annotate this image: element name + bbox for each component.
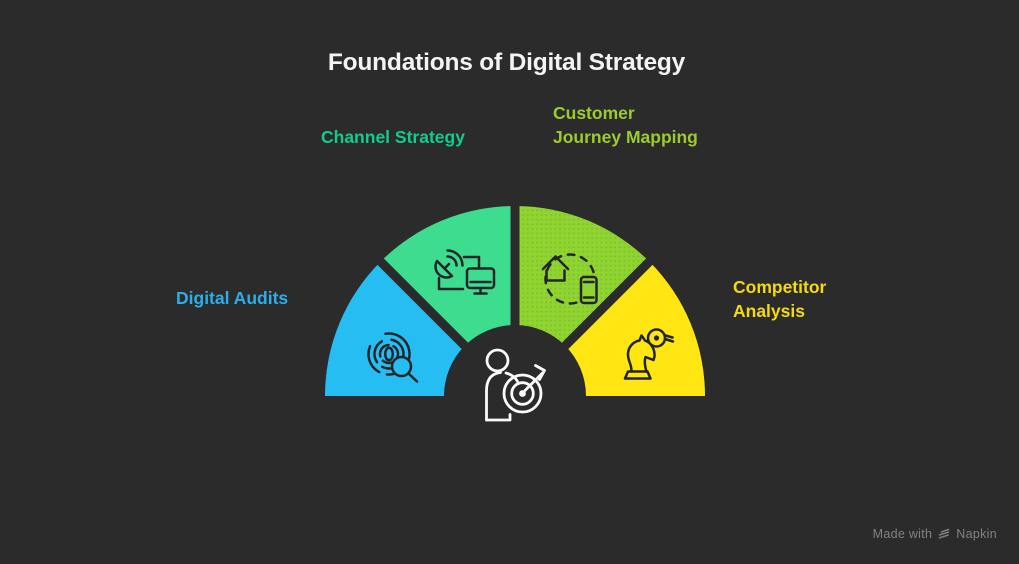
label-line: Customer: [553, 103, 635, 123]
segment-divider: [511, 251, 660, 400]
napkin-credit: Made with Napkin: [873, 527, 997, 541]
segment-customer-journey-texture: [515, 205, 650, 346]
page-title: Foundations of Digital Strategy: [327, 49, 686, 76]
person-target-icon: [485, 348, 546, 422]
label-line: Analysis: [733, 301, 805, 321]
segment-competitor-analysis: [565, 261, 705, 396]
segment-digital-audits: [324, 261, 465, 396]
made-with-text: Made with: [872, 527, 933, 541]
label-line: Competitor: [733, 277, 827, 297]
segment-label-competitor-analysis: Competitor Analysis: [733, 275, 826, 323]
home-phone-journey-icon: [541, 253, 598, 305]
fingerprint-search-icon: [367, 332, 419, 383]
semicircle-diagram: [324, 196, 705, 422]
segment-label-customer-journey-mapping: Customer Journey Mapping: [553, 101, 698, 149]
segment-divider: [370, 251, 519, 400]
segment-label-digital-audits: Digital Audits: [176, 288, 289, 308]
chess-knight-search-icon: [623, 328, 675, 380]
segment-label-channel-strategy: Channel Strategy: [321, 127, 465, 147]
label-line: Journey Mapping: [553, 127, 698, 147]
napkin-brand-text: Napkin: [956, 527, 997, 541]
napkin-logo-icon: [939, 528, 950, 539]
satellite-dish-monitor-icon: [436, 251, 496, 295]
segment-channel-strategy: [380, 205, 515, 346]
